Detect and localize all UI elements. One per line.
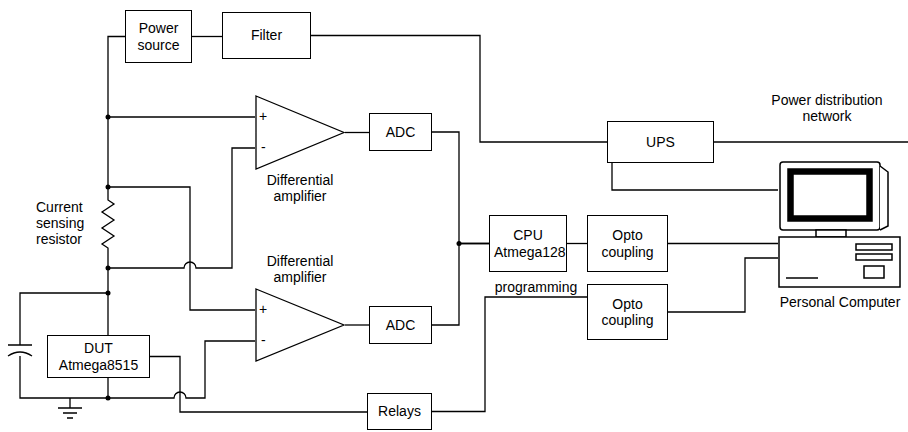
supply-wire	[102, 37, 125, 336]
pin-sign: -	[261, 332, 266, 348]
box-text: Filter	[223, 27, 310, 43]
process-box: Power source	[125, 10, 192, 63]
amplifier-outline	[256, 289, 344, 361]
connector-line	[612, 163, 778, 190]
box-text: Opto coupling	[588, 227, 667, 259]
box-text: Power source	[126, 20, 191, 52]
edge-label: programming	[493, 279, 579, 295]
amplifier-symbol	[255, 95, 345, 170]
computer-icon: Personal Computer	[778, 160, 902, 314]
process-box: Filter	[222, 12, 311, 59]
computer-illustration	[778, 160, 902, 290]
process-box: DUT Atmega8515	[47, 335, 150, 378]
amplifier-triangle: Differential amplifier	[255, 95, 345, 170]
network-label: Power distribution network	[752, 92, 902, 124]
amp-input-wire	[108, 148, 255, 268]
connector-line	[668, 258, 778, 312]
box-text: Relays	[368, 403, 431, 419]
component-label: Personal Computer	[778, 294, 902, 310]
resistor-label: Current sensing resistor	[36, 199, 98, 247]
connector-line	[432, 297, 587, 412]
box-text: DUT Atmega8515	[48, 340, 149, 372]
component-label: Differential amplifier	[255, 253, 345, 285]
connector-line	[345, 132, 369, 133]
process-box: Opto coupling	[587, 215, 668, 272]
pin-sign: +	[259, 301, 267, 317]
network-line	[714, 141, 908, 142]
box-text: Opto coupling	[588, 296, 667, 328]
connector-line	[432, 132, 489, 244]
connector-line	[311, 36, 607, 143]
ground-symbol	[58, 398, 82, 418]
connector-line	[668, 243, 778, 244]
process-box: ADC	[369, 113, 432, 151]
process-box: Relays	[367, 393, 432, 430]
box-text: ADC	[370, 317, 431, 333]
process-box: UPS	[607, 121, 714, 163]
box-text: CPU Atmega128	[490, 227, 566, 259]
component-label: Differential amplifier	[255, 172, 345, 204]
connector-line	[432, 244, 489, 326]
pin-sign: -	[261, 139, 266, 155]
box-text: UPS	[608, 134, 713, 150]
amplifier-outline	[256, 96, 344, 169]
process-box: CPU Atmega128	[489, 215, 567, 272]
amp-input-wire	[108, 116, 255, 117]
amplifier-symbol	[255, 288, 345, 362]
ground-wire	[107, 378, 108, 398]
process-box: ADC	[369, 306, 432, 344]
connector-line	[150, 357, 367, 413]
amp-input-wire	[108, 187, 255, 310]
pin-sign: +	[259, 108, 267, 124]
process-box: Opto coupling	[587, 284, 668, 340]
box-text: ADC	[370, 124, 431, 140]
connector-line	[345, 324, 369, 325]
amplifier-triangle: Differential amplifier	[255, 288, 345, 362]
connector-line	[192, 36, 222, 37]
connector-line	[567, 243, 587, 244]
